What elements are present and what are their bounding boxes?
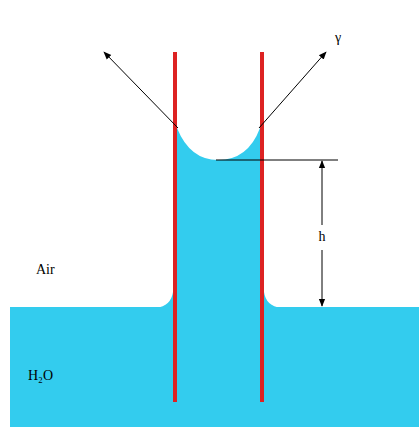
tube-wall <box>260 52 264 402</box>
tension-arrow <box>259 52 326 128</box>
medium-label: H₂O <box>26 368 55 384</box>
height-label: h <box>317 229 328 245</box>
tension-symbol: γ <box>333 30 343 46</box>
tube-wall <box>173 52 177 402</box>
dimension-line <box>322 161 323 225</box>
tension-arrow <box>104 52 178 128</box>
outer-meniscus <box>264 292 281 308</box>
medium-label: Air <box>34 262 57 278</box>
outer-meniscus <box>156 292 173 308</box>
water-column <box>177 128 260 308</box>
water-pool <box>10 307 419 427</box>
level-line <box>216 160 338 161</box>
dimension-line <box>322 250 323 306</box>
